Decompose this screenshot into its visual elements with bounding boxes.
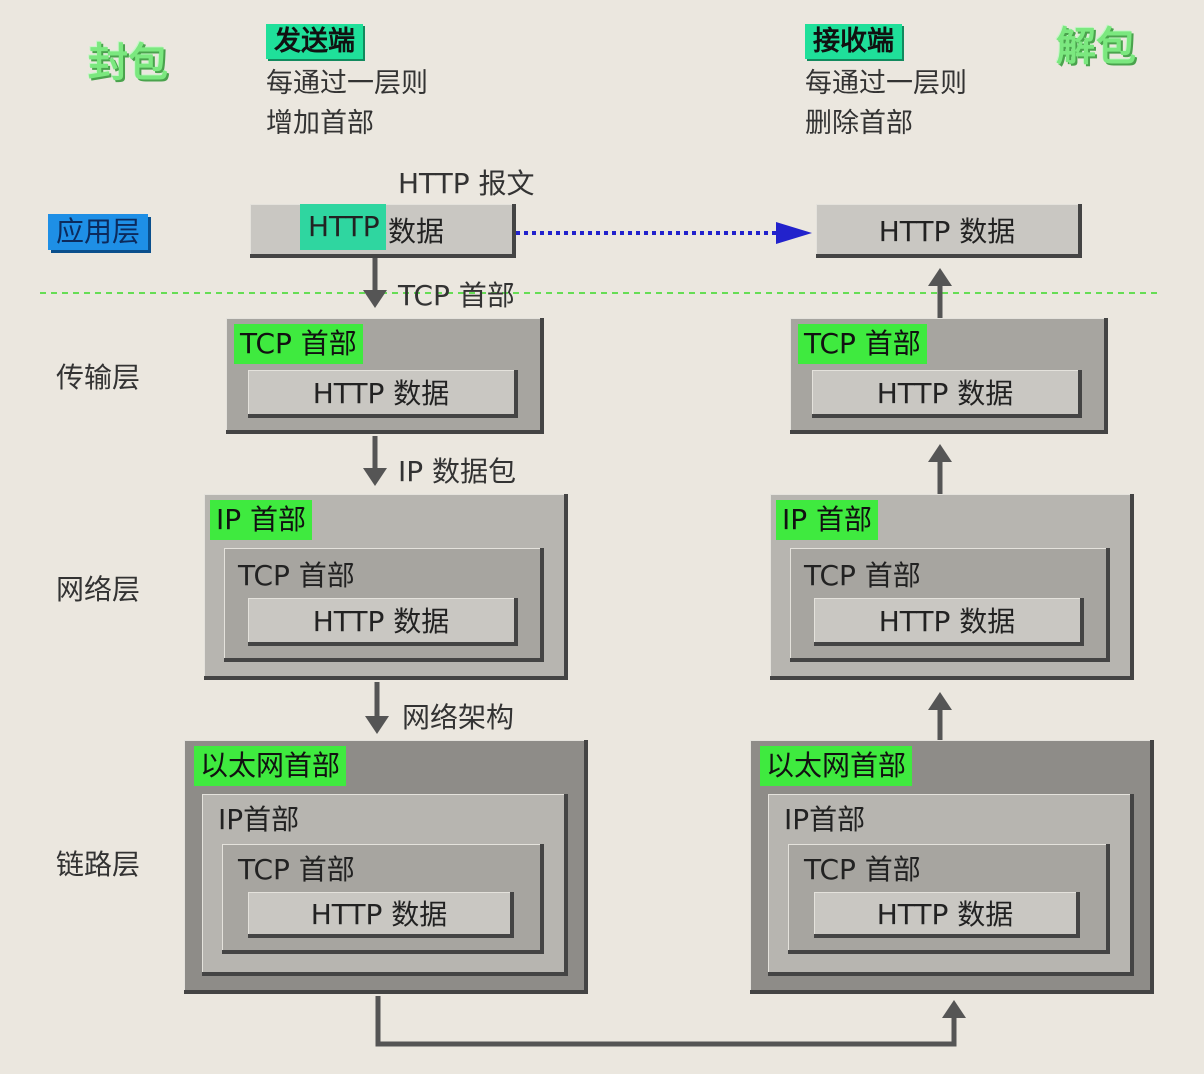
encapsulation-title: 封包 — [88, 40, 168, 86]
sender-ip-packet: IP 首部 TCP 首部 HTTP 数据 — [204, 494, 568, 680]
layer-label-link: 链路层 — [56, 848, 141, 881]
tcp-header-label: TCP 首部 — [804, 559, 921, 592]
sender-app-http-data: HTTP 数据 — [250, 204, 516, 258]
layer-label-application: 应用层 — [48, 214, 149, 250]
receiver-frame-tcp-segment: TCP 首部 HTTP 数据 — [788, 844, 1110, 954]
ethernet-header-tag: 以太网首部 — [760, 746, 913, 786]
tcp-header-tag: TCP 首部 — [234, 324, 363, 364]
data-suffix-label: 数据 — [388, 215, 445, 248]
http-highlight — [300, 204, 386, 250]
http-data-label: HTTP 数据 — [878, 605, 1016, 638]
sender-tcp-segment: TCP 首部 HTTP 数据 — [226, 318, 544, 434]
receiver-app-http-data: HTTP 数据 — [816, 204, 1082, 258]
receiver-ethernet-frame: 以太网首部 IP首部 TCP 首部 HTTP 数据 — [750, 740, 1154, 994]
http-prefix-label: HTTP — [308, 210, 380, 243]
layer-label-transport: 传输层 — [56, 361, 141, 394]
sender-frame-tcp-segment: TCP 首部 HTTP 数据 — [222, 844, 544, 954]
tcp-header-label: TCP 首部 — [804, 853, 921, 886]
receiver-frame-ip-packet: IP首部 TCP 首部 HTTP 数据 — [768, 794, 1134, 976]
ip-header-label: IP首部 — [218, 803, 300, 836]
sender-ip-payload-tcp: TCP 首部 HTTP 数据 — [224, 548, 544, 662]
annotation-tcp-header: TCP 首部 — [398, 279, 515, 312]
receiver-tag: 接收端 — [805, 24, 902, 59]
receiver-desc-line1: 每通过一层则 — [805, 68, 967, 99]
http-data-label: HTTP 数据 — [876, 898, 1014, 931]
receiver-info: 接收端 每通过一层则 删除首部 — [805, 24, 967, 144]
http-data-label: HTTP 数据 — [876, 377, 1014, 410]
http-data-label: HTTP 数据 — [312, 377, 450, 410]
annotation-http-message: HTTP 报文 — [398, 167, 535, 200]
http-data-label: HTTP 数据 — [310, 898, 448, 931]
tcp-header-tag: TCP 首部 — [798, 324, 927, 364]
ip-header-tag: IP 首部 — [776, 500, 879, 540]
ip-header-tag: IP 首部 — [210, 500, 313, 540]
tcp-header-label: TCP 首部 — [238, 853, 355, 886]
sender-desc-line2: 增加首部 — [266, 108, 374, 139]
physical-transmission-path — [375, 996, 957, 1047]
peer-arrowhead — [776, 222, 812, 244]
sender-ethernet-frame: 以太网首部 IP首部 TCP 首部 HTTP 数据 — [184, 740, 588, 994]
receiver-frame-http-data: HTTP 数据 — [814, 892, 1080, 938]
annotation-ip-packet: IP 数据包 — [398, 455, 517, 488]
receiver-tcp-payload: HTTP 数据 — [812, 370, 1082, 418]
receiver-ip-inner-http: HTTP 数据 — [814, 598, 1084, 646]
layer-label-network: 网络层 — [56, 573, 141, 606]
http-data-label: HTTP 数据 — [312, 605, 450, 638]
annotation-network-architecture: 网络架构 — [402, 701, 515, 734]
sender-ip-inner-http: HTTP 数据 — [248, 598, 518, 646]
http-data-label: HTTP 数据 — [878, 215, 1016, 248]
ip-header-label: IP首部 — [784, 803, 866, 836]
sender-desc-line1: 每通过一层则 — [266, 68, 428, 99]
ethernet-header-tag: 以太网首部 — [194, 746, 347, 786]
sender-frame-ip-packet: IP首部 TCP 首部 HTTP 数据 — [202, 794, 568, 976]
tcp-header-label: TCP 首部 — [238, 559, 355, 592]
receiver-tcp-segment: TCP 首部 HTTP 数据 — [790, 318, 1108, 434]
receiver-desc-line2: 删除首部 — [805, 108, 913, 139]
sender-frame-http-data: HTTP 数据 — [248, 892, 514, 938]
receiver-ip-packet: IP 首部 TCP 首部 HTTP 数据 — [770, 494, 1134, 680]
sender-info: 发送端 每通过一层则 增加首部 — [266, 24, 428, 144]
decapsulation-title: 解包 — [1056, 24, 1136, 70]
sender-tag: 发送端 — [266, 24, 363, 59]
receiver-ip-payload-tcp: TCP 首部 HTTP 数据 — [790, 548, 1110, 662]
sender-tcp-payload: HTTP 数据 — [248, 370, 518, 418]
